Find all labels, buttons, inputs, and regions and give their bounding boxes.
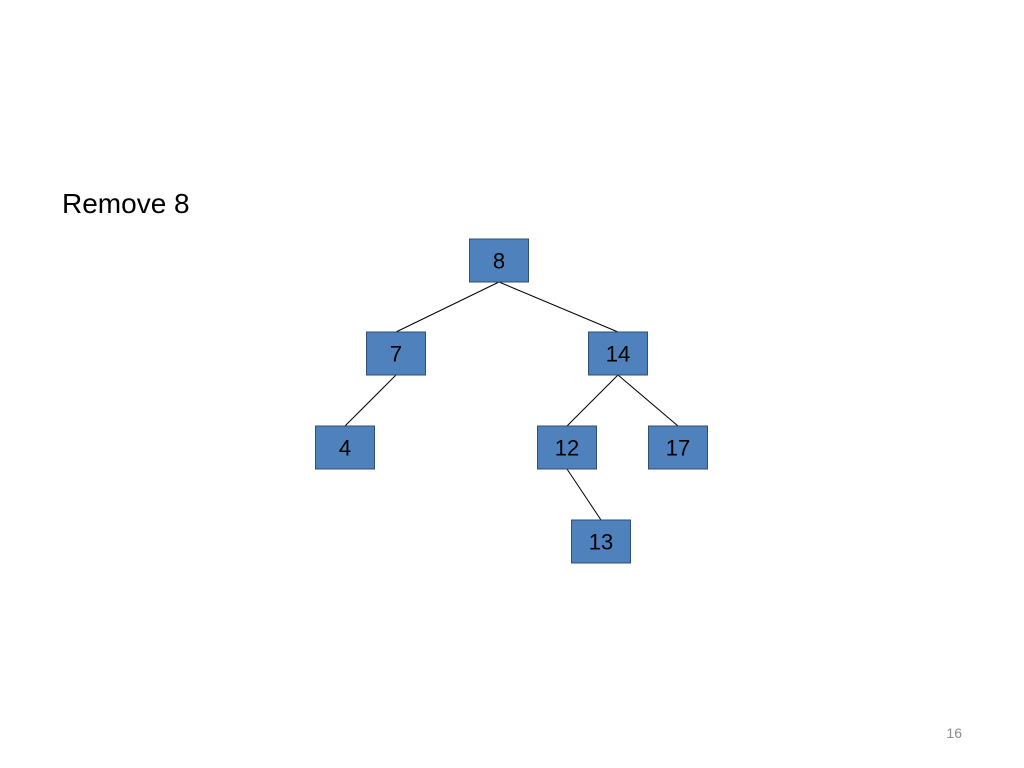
tree-edge-n12-n13 [566, 468, 602, 521]
tree-node-box [571, 519, 631, 564]
tree-node-12: 12 [537, 425, 597, 470]
tree-node-label: 7 [390, 342, 402, 367]
tree-node-box [537, 425, 597, 470]
tree-edge-n8-n7 [395, 281, 500, 333]
tree-node-label: 4 [339, 436, 351, 461]
tree-node-4: 4 [315, 425, 375, 470]
tree-node-label: 14 [606, 342, 630, 367]
tree-node-label: 12 [555, 436, 579, 461]
tree-node-box [469, 238, 529, 283]
tree-nodes: 8 7 14 4 12 17 13 [315, 238, 708, 564]
tree-node-8: 8 [469, 238, 529, 283]
tree-node-17: 17 [648, 425, 708, 470]
tree-node-14: 14 [588, 331, 648, 376]
tree-node-13: 13 [571, 519, 631, 564]
tree-node-box [366, 331, 426, 376]
tree-node-label: 17 [666, 436, 690, 461]
tree-node-box [315, 425, 375, 470]
tree-edge-n14-n12 [566, 374, 619, 427]
tree-edge-n7-n4 [344, 374, 397, 427]
tree-node-box [588, 331, 648, 376]
tree-node-box [648, 425, 708, 470]
tree-edge-n8-n14 [498, 281, 619, 333]
page-number: 16 [946, 725, 962, 741]
tree-node-label: 13 [589, 530, 613, 555]
tree-node-7: 7 [366, 331, 426, 376]
tree-node-label: 8 [493, 249, 505, 274]
slide-title: Remove 8 [62, 188, 190, 219]
tree-edge-n14-n17 [617, 374, 679, 427]
tree-edges [344, 281, 679, 521]
